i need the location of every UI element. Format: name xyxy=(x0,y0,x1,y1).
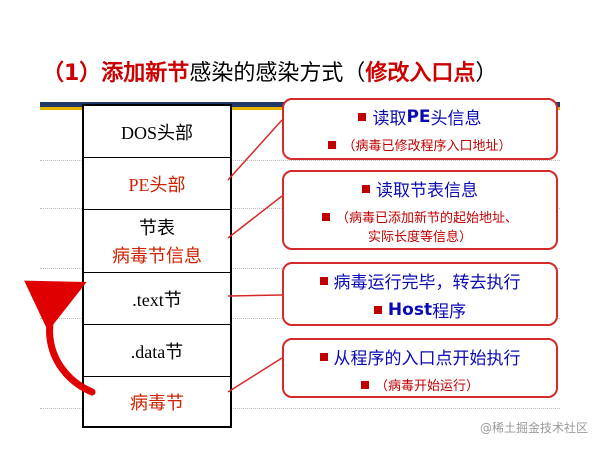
section-sublabel: 病毒节信息 xyxy=(112,246,202,266)
title-part-2: 感染的感染方式（ xyxy=(189,61,366,86)
callout-note: （病毒开始运行） xyxy=(292,375,548,394)
title-part-4: ） xyxy=(475,61,498,86)
section-label: .data节 xyxy=(130,341,184,362)
section-virus: 病毒节 xyxy=(84,377,230,426)
section-text: .text节 xyxy=(84,273,230,325)
bullet-icon xyxy=(358,112,367,121)
callout-heading: 病毒运行完毕，转去执行 xyxy=(292,268,548,293)
bullet-icon xyxy=(321,212,330,221)
divider xyxy=(40,160,560,161)
section-label: 病毒节 xyxy=(130,392,184,413)
callout-heading: 读取节表信息 xyxy=(292,176,548,201)
callout-note-2: 实际长度等信息） xyxy=(367,230,472,245)
section-dos-header: DOS头部 xyxy=(84,106,230,158)
section-data: .data节 xyxy=(84,325,230,377)
title-part-3: 修改入口点 xyxy=(365,61,476,86)
bullet-icon xyxy=(362,184,370,193)
divider xyxy=(40,408,560,409)
bullet-icon xyxy=(360,380,369,389)
section-label: PE头部 xyxy=(128,174,186,195)
pointer-line xyxy=(227,195,283,239)
callout-heading: 从程序的入口点开始执行 xyxy=(292,344,548,369)
pe-file-stack: DOS头部 PE头部 节表 病毒节信息 .text节 .data节 病毒节 xyxy=(82,104,232,428)
section-label: .text节 xyxy=(132,289,182,310)
bullet-icon xyxy=(328,140,337,149)
callout-note: （病毒已修改程序入口地址） xyxy=(292,135,548,154)
callout-note: （病毒已添加新节的起始地址、 xyxy=(292,207,548,226)
pointer-line xyxy=(227,357,283,393)
section-label: DOS头部 xyxy=(120,122,193,143)
bullet-icon xyxy=(319,352,328,361)
page-title: （1）添加新节感染的感染方式（修改入口点） xyxy=(42,60,497,88)
watermark: @稀土掘金技术社区 xyxy=(479,421,588,435)
pointer-line xyxy=(227,294,283,297)
section-table: 节表 病毒节信息 xyxy=(84,210,230,273)
section-pe-header: PE头部 xyxy=(84,158,230,210)
bullet-icon xyxy=(319,276,328,285)
bullet-icon xyxy=(373,305,382,314)
section-label: 节表 xyxy=(139,218,175,238)
pointer-line xyxy=(227,119,283,181)
title-part-1: （1）添加新节 xyxy=(42,61,190,86)
jump-arrow xyxy=(24,280,96,396)
